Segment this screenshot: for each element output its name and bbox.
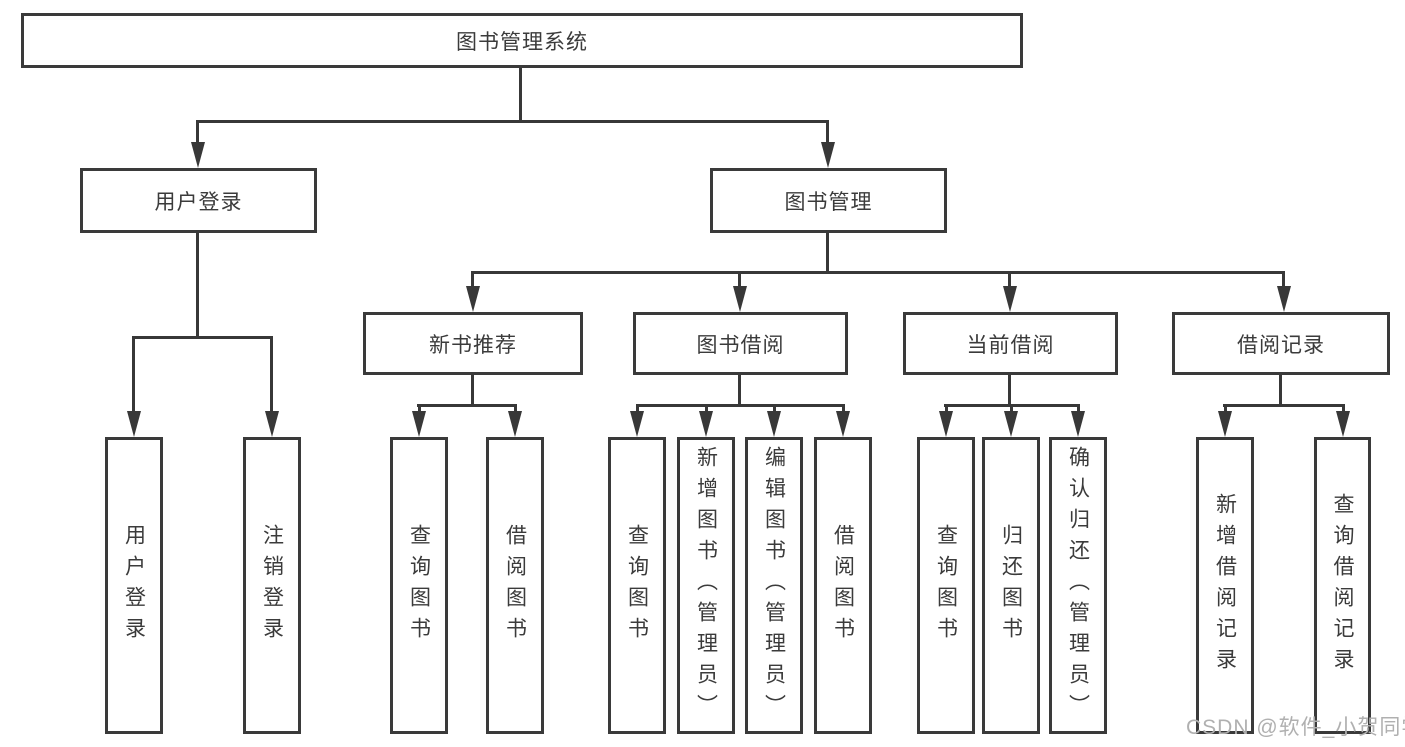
connector-vline [1224,404,1227,414]
connector-vline [196,233,199,337]
arrowhead-down-icon [466,286,480,312]
arrowhead-down-icon [191,142,205,168]
arrowhead-down-icon [836,411,850,437]
arrowhead-down-icon [939,411,953,437]
leaf-label: 查询图书 [934,523,958,648]
connector-vline [945,404,948,414]
leaf-label: 编辑图书（管理员） [762,446,786,725]
connector-vline [842,404,845,414]
connector-vline [471,271,474,289]
leaf-label: 归还图书 [999,523,1023,648]
arrowhead-down-icon [508,411,522,437]
leaf-label: 新增图书（管理员） [694,446,718,725]
connector-vline [705,404,708,414]
leaf-label: 查询图书 [407,523,431,648]
leaf-label: 借阅图书 [503,523,527,648]
node-borrow-records: 借阅记录 [1172,312,1390,375]
node-label: 图书借阅 [696,333,785,357]
connector-vline [773,404,776,414]
leaf-label: 确认归还（管理员） [1066,446,1090,725]
node-label: 新书推荐 [429,333,517,357]
connector-vline [1008,271,1011,289]
arrowhead-down-icon [821,142,835,168]
connector-vline [1342,404,1345,414]
node-label: 当前借阅 [966,333,1055,357]
leaf-bb-edit-books-admin: 编辑图书（管理员） [745,437,803,734]
leaf-logout: 注销登录 [243,437,301,734]
connector-vline [514,404,517,414]
node-current-borrow: 当前借阅 [903,312,1118,375]
connector-hline [1223,404,1345,407]
leaf-bb-add-books-admin: 新增图书（管理员） [677,437,735,734]
connector-vline [826,120,829,146]
leaf-cb-return-books: 归还图书 [982,437,1040,734]
arrowhead-down-icon [767,411,781,437]
connector-vline [1008,375,1011,406]
arrowhead-down-icon [1277,286,1291,312]
arrowhead-down-icon [1003,286,1017,312]
arrowhead-down-icon [1004,411,1018,437]
leaf-nb-borrow-books: 借阅图书 [486,437,544,734]
leaf-label: 查询借阅记录 [1331,492,1354,679]
connector-vline [1077,404,1080,414]
arrowhead-down-icon [630,411,644,437]
connector-hline [132,336,273,339]
leaf-nb-query-books: 查询图书 [390,437,448,734]
connector-hline [636,404,845,407]
arrowhead-down-icon [1336,411,1350,437]
connector-vline [1010,404,1013,414]
leaf-br-query-record: 查询借阅记录 [1314,437,1371,734]
arrowhead-down-icon [733,286,747,312]
connector-vline [1282,271,1285,289]
connector-vline [418,404,421,414]
connector-vline [132,336,135,414]
leaf-cb-query-books: 查询图书 [917,437,975,734]
connector-vline [270,336,273,414]
node-new-book-recommend: 新书推荐 [363,312,583,375]
leaf-label: 用户登录 [122,523,146,648]
arrowhead-down-icon [412,411,426,437]
node-label: 图书管理 [784,190,873,214]
leaf-label: 注销登录 [260,523,284,648]
connector-vline [1279,375,1282,406]
node-library-management-system: 图书管理系统 [21,13,1023,68]
arrowhead-down-icon [699,411,713,437]
connector-vline [471,375,474,406]
connector-vline [738,375,741,406]
connector-vline [738,271,741,289]
leaf-label: 新增借阅记录 [1213,492,1237,679]
watermark: CSDN @软件_小贺同学 [1186,716,1405,739]
leaf-bb-query-books: 查询图书 [608,437,666,734]
arrowhead-down-icon [265,411,279,437]
arrowhead-down-icon [1218,411,1232,437]
leaf-label: 借阅图书 [831,523,855,648]
node-label: 用户登录 [154,190,243,214]
node-book-borrow: 图书借阅 [633,312,848,375]
connector-vline [636,404,639,414]
leaf-cb-confirm-return-admin: 确认归还（管理员） [1049,437,1107,734]
connector-hline [417,404,517,407]
node-label: 借阅记录 [1237,333,1325,357]
node-book-management: 图书管理 [710,168,947,233]
connector-vline [826,233,829,273]
leaf-user-login: 用户登录 [105,437,163,734]
connector-hline [196,120,829,123]
connector-hline [471,271,1285,274]
arrowhead-down-icon [1071,411,1085,437]
leaf-br-add-record: 新增借阅记录 [1196,437,1254,734]
connector-vline [196,120,199,146]
leaf-bb-borrow-books: 借阅图书 [814,437,872,734]
connector-vline [519,68,522,121]
leaf-label: 查询图书 [625,523,649,648]
node-user-login: 用户登录 [80,168,317,233]
node-label: 图书管理系统 [456,30,588,54]
arrowhead-down-icon [127,411,141,437]
